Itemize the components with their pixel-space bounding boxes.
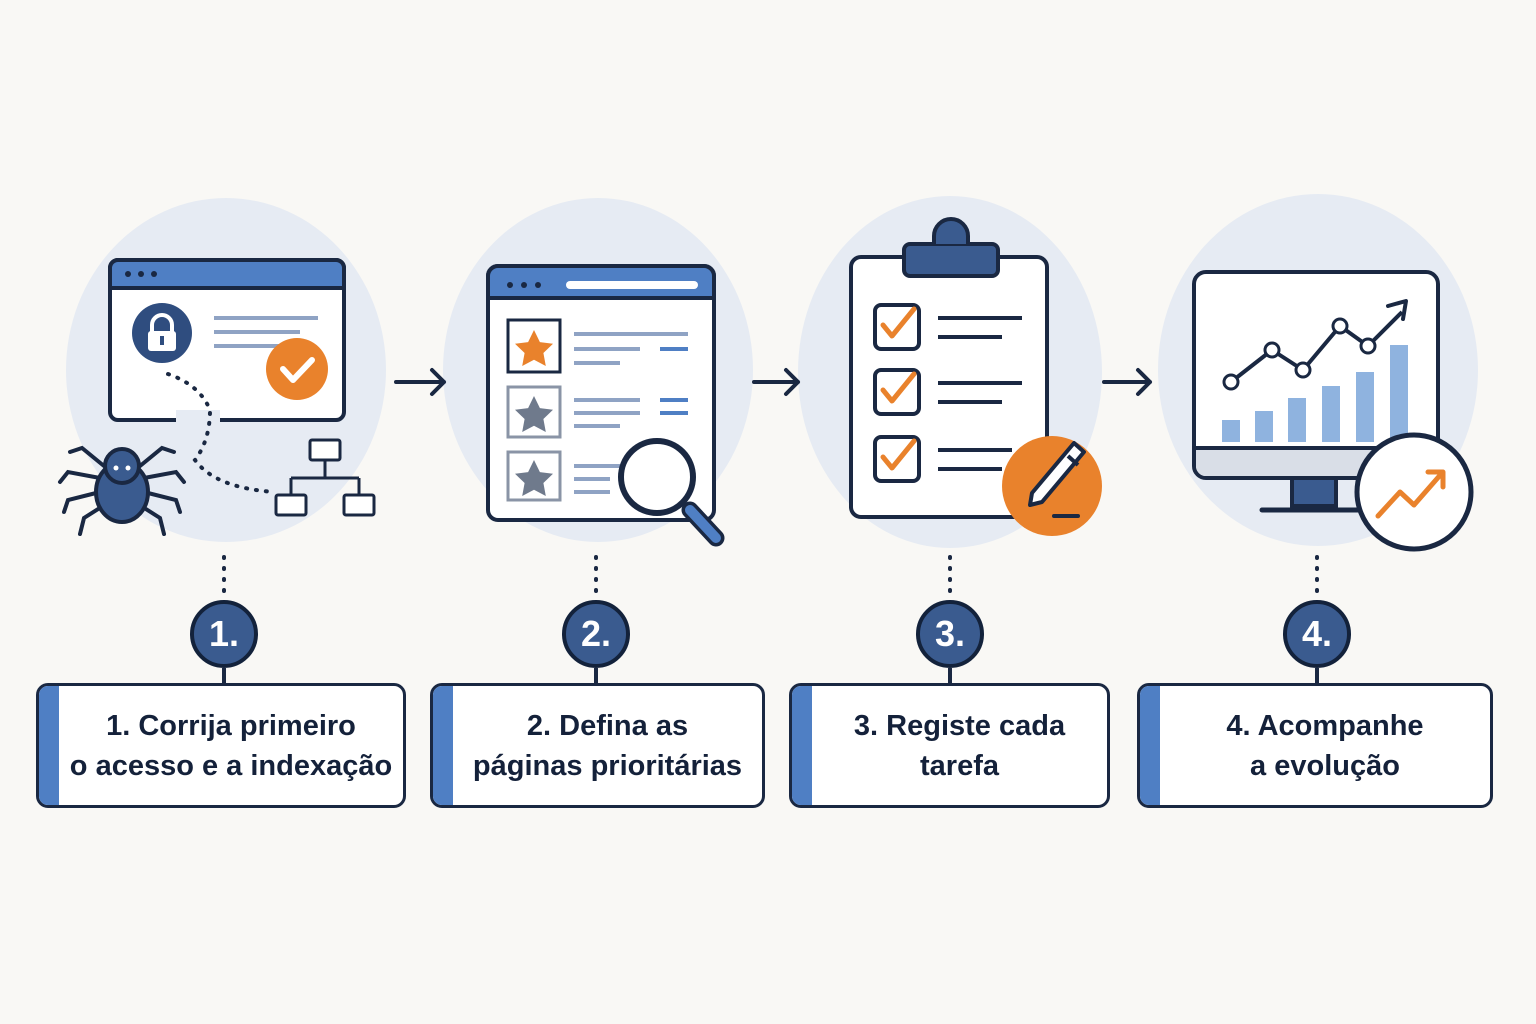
check-icon — [266, 338, 328, 400]
sitemap-icon — [274, 438, 376, 517]
step-3-badge: 3. — [916, 600, 984, 668]
connectors — [222, 555, 1319, 596]
spider-icon — [58, 445, 186, 536]
list-row-1 — [506, 318, 688, 374]
step-2-badge: 2. — [562, 600, 630, 668]
arrow-right-icon-2 — [752, 368, 800, 396]
checklist-item-3 — [873, 435, 1012, 483]
star-icon — [515, 396, 553, 433]
lock-icon — [132, 303, 192, 363]
ranked-pages-window — [486, 264, 716, 522]
bar-chart — [1222, 345, 1408, 442]
card-accent — [1140, 686, 1160, 805]
step-3-line-1: 3. Registe cada — [853, 709, 1066, 742]
card-accent — [433, 686, 453, 805]
checklist-item-2 — [873, 368, 1022, 416]
step-2-line-1: 2. Defina as — [526, 709, 689, 742]
step-2-card: 2. Defina as páginas prioritárias — [430, 683, 765, 808]
trend-up-icon — [1354, 432, 1474, 552]
arrow-right-icon-1 — [394, 368, 446, 396]
clipboard-icon — [849, 217, 1049, 519]
list-row-3 — [506, 450, 620, 502]
step-4-line-1: 4. Acompanhe — [1226, 709, 1424, 742]
star-icon — [515, 330, 553, 367]
step-4-line-2: a evolução — [1250, 749, 1400, 782]
checklist-item-1 — [873, 303, 1022, 351]
step-2-line-2: páginas prioritárias — [472, 749, 743, 782]
step-4-badge: 4. — [1283, 600, 1351, 668]
badge-stems — [222, 668, 1319, 684]
step-1-line-1: 1. Corrija primeiro — [106, 709, 356, 742]
step-1-line-2: o acesso e a indexação — [69, 749, 393, 782]
crawl-path — [166, 372, 277, 494]
magnifier-icon — [618, 438, 725, 547]
step-1-card: 1. Corrija primeiro o acesso e a indexaç… — [36, 683, 406, 808]
step-3-card: 3. Registe cada tarefa — [789, 683, 1110, 808]
list-row-2 — [506, 385, 688, 439]
step-4-card: 4. Acompanhe a evolução — [1137, 683, 1493, 808]
pencil-icon — [1002, 436, 1102, 536]
step-1-badge: 1. — [190, 600, 258, 668]
star-icon — [515, 460, 553, 497]
card-accent — [39, 686, 59, 805]
step-3-line-2: tarefa — [920, 749, 999, 782]
card-accent — [792, 686, 812, 805]
arrow-right-icon-3 — [1102, 368, 1152, 396]
